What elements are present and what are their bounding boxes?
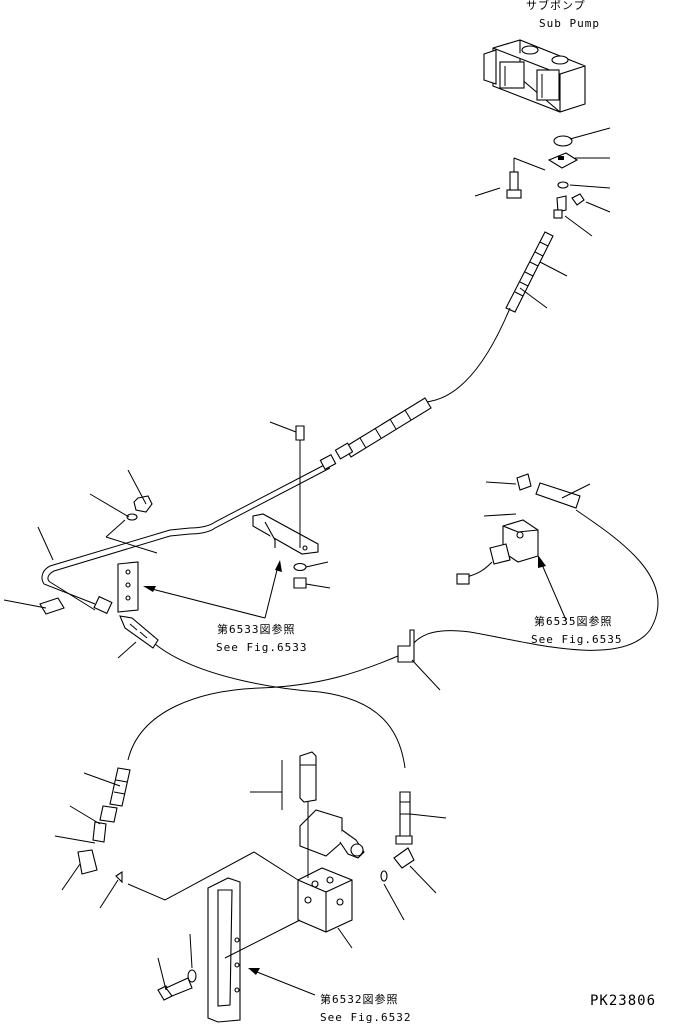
mounting-bracket	[207, 877, 316, 1023]
hose-upper	[424, 231, 554, 403]
ref-6532-label-en: See Fig.6532	[320, 1011, 412, 1024]
valve-bolt	[157, 969, 197, 1001]
valve-block	[297, 867, 353, 933]
sub-pump-label-en: Sub Pump	[539, 17, 600, 30]
pipe	[37, 454, 337, 615]
sub-pump	[483, 39, 586, 113]
plate	[117, 561, 139, 613]
solenoid	[281, 751, 365, 878]
ref-6533-label-jp: 第6533図参照	[217, 623, 296, 636]
sub-pump-label-jp: サブポンプ	[526, 0, 586, 12]
pipe-bracket	[252, 425, 319, 555]
drawing-code: PK23806	[590, 993, 657, 1009]
ref-6533-arrows	[143, 560, 282, 619]
ref-6532-label-jp: 第6532図参照	[320, 993, 399, 1006]
pump-fittings	[506, 135, 585, 219]
nut-washer	[105, 495, 158, 554]
left-fittings	[39, 597, 406, 769]
right-lower-hose	[380, 791, 415, 882]
ref-6533-label-en: See Fig.6533	[216, 641, 308, 654]
ref-6535-label-en: See Fig.6535	[531, 633, 623, 646]
hose-middle	[334, 397, 432, 460]
solenoid-valve-group	[409, 473, 659, 651]
lower-hose	[77, 655, 399, 884]
ref-6535-label-jp: 第6535図参照	[534, 615, 613, 628]
leader-lines	[3, 127, 611, 991]
hose-clip	[397, 629, 415, 663]
